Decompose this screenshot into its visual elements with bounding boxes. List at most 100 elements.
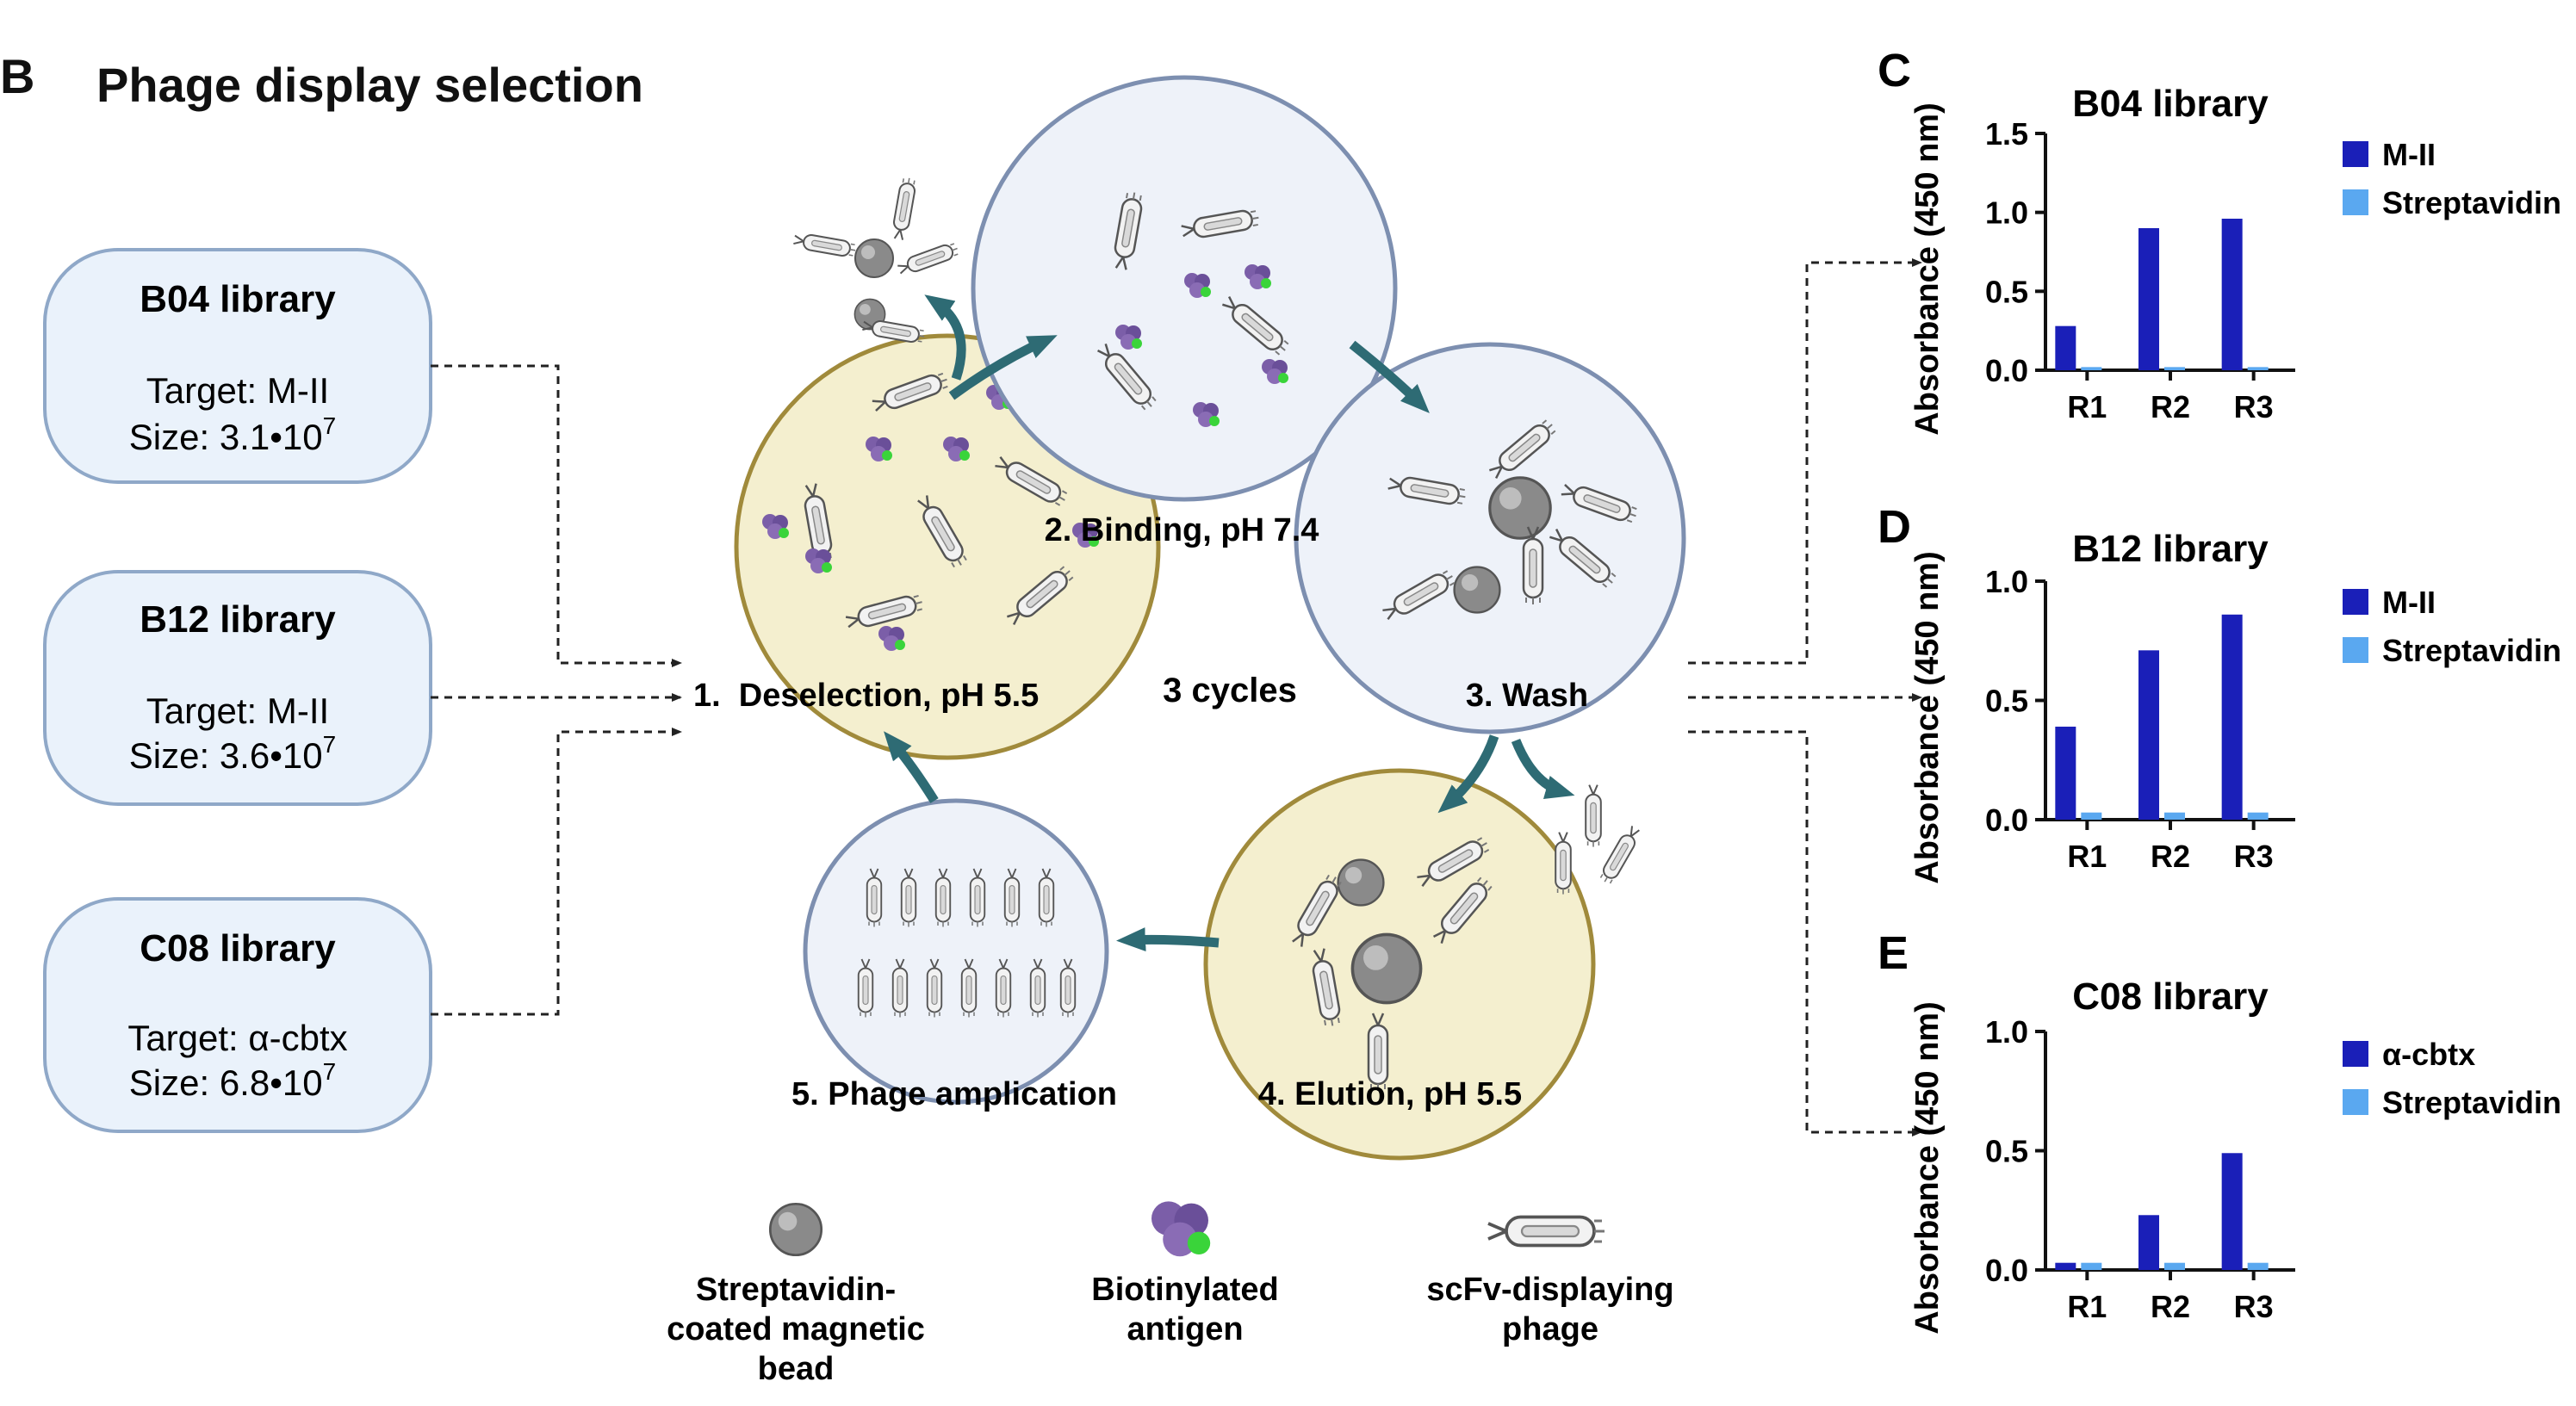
library-target: Target: M-II	[146, 691, 329, 731]
bar-streptavidin-r2	[2164, 1262, 2185, 1270]
x-tick-label: R3	[2234, 839, 2274, 874]
legend-label: Streptavidin	[2382, 1085, 2561, 1120]
legend-label: Streptavidin	[2382, 185, 2561, 220]
bar-m-ii-r3	[2221, 614, 2243, 820]
library-size: Size: 3.6•107	[129, 731, 336, 776]
arrow-wash-to-elution	[1437, 734, 1499, 814]
legend-bead: Streptavidin- coated magnetic bead	[667, 1202, 925, 1387]
legend-swatch	[2343, 637, 2368, 663]
panel-letter: D	[1878, 501, 1911, 553]
cycle-arrows	[884, 294, 1575, 952]
panel-letter-b: B	[0, 49, 34, 103]
cycles-label: 3 cycles	[1163, 672, 1297, 709]
bar-streptavidin-r1	[2081, 1262, 2102, 1270]
connector-to-chart-c	[1688, 258, 1922, 665]
arrow-deselection-to-binding	[948, 335, 1058, 400]
legend-swatch	[2343, 589, 2368, 615]
y-tick-label: 1.0	[1985, 195, 2028, 231]
y-axis-label: Absorbance (450 nm)	[1909, 102, 1946, 435]
y-tick-label: 0.5	[1985, 684, 2028, 719]
discarded-bead-complex	[791, 176, 961, 345]
bar-streptavidin-r3	[2247, 812, 2269, 820]
legend-antigen-line-2: antigen	[1127, 1311, 1243, 1347]
bar-m-ii-r2	[2138, 650, 2159, 820]
circle-wash	[1294, 342, 1686, 734]
y-tick-label: 0.5	[1985, 274, 2028, 309]
bar-streptavidin-r1	[2081, 367, 2102, 370]
x-tick-label: R2	[2151, 389, 2190, 424]
step-label-amplification: 5. Phage amplication	[791, 1076, 1117, 1112]
panel-letter: C	[1878, 45, 1911, 96]
y-tick-label: 1.5	[1985, 116, 2028, 152]
circle-elution	[1203, 768, 1596, 1161]
x-tick-label: R1	[2067, 389, 2107, 424]
y-tick-label: 1.0	[1985, 1014, 2028, 1050]
phage-icon	[1487, 1215, 1606, 1248]
legend-antigen: Biotinylated antigen	[1091, 1201, 1279, 1347]
legend-label: α-cbtx	[2382, 1037, 2475, 1072]
x-tick-label: R2	[2151, 1289, 2190, 1324]
arrow-deselection-discard	[924, 294, 966, 381]
y-tick-label: 0.0	[1985, 1253, 2028, 1288]
y-tick-label: 0.5	[1985, 1134, 2028, 1169]
bar-streptavidin-r1	[2081, 812, 2102, 820]
bar-streptavidin-r3	[2247, 1262, 2269, 1270]
step-label-binding: 2. Binding, pH 7.4	[1045, 512, 1319, 548]
bar-streptavidin-r2	[2164, 367, 2185, 370]
legend-phage-line-1: scFv-displaying	[1426, 1272, 1673, 1308]
left-connectors	[431, 364, 682, 1016]
circle-amplification	[803, 798, 1109, 1105]
panel-letter: E	[1878, 927, 1909, 979]
library-box-c08: C08 library Target: α-cbtx Size: 6.8•107	[43, 897, 432, 1133]
bar-m-ii-r1	[2055, 726, 2076, 820]
legend-phage-line-2: phage	[1502, 1311, 1598, 1347]
bar--cbtx-r2	[2138, 1215, 2159, 1270]
y-tick-label: 1.0	[1985, 564, 2028, 599]
chart-title: C08 library	[2072, 976, 2269, 1018]
legend-bead-line-3: bead	[758, 1351, 835, 1387]
bar-streptavidin-r3	[2247, 367, 2269, 370]
bead-icon	[768, 1202, 823, 1257]
bar-m-ii-r1	[2055, 325, 2076, 370]
library-size: Size: 6.8•107	[129, 1058, 336, 1103]
connector-c08	[431, 728, 682, 1016]
chart-c: C B04 library Absorbance (450 nm) 0.0 0.5 1.0…	[1878, 45, 2561, 436]
bar-m-ii-r3	[2221, 219, 2243, 370]
chart-title: B12 library	[2072, 528, 2269, 570]
antigen-icon	[1151, 1201, 1211, 1257]
library-size: Size: 3.1•107	[129, 412, 336, 457]
legend-label: M-II	[2382, 585, 2436, 620]
library-box-b12: B12 library Target: M-II Size: 3.6•107	[43, 570, 432, 806]
library-target: Target: α-cbtx	[127, 1018, 347, 1058]
y-axis-label: Absorbance (450 nm)	[1909, 551, 1946, 883]
arrow-elution-to-amplification	[1116, 927, 1220, 952]
legend-antigen-line-1: Biotinylated	[1091, 1272, 1278, 1308]
legend-swatch	[2343, 1089, 2368, 1115]
bar--cbtx-r3	[2221, 1153, 2243, 1270]
eluted-phage	[1555, 784, 1643, 895]
arrow-amplification-to-deselection	[884, 731, 939, 803]
x-tick-label: R3	[2234, 1289, 2274, 1324]
step-label-wash: 3. Wash	[1466, 678, 1588, 714]
chart-title: B04 library	[2072, 83, 2269, 125]
step-label-deselection: 1. Deselection, pH 5.5	[693, 678, 1039, 714]
arrow-wash-discard	[1511, 738, 1575, 799]
legend-phage: scFv-displaying phage	[1426, 1215, 1674, 1347]
bar-streptavidin-r2	[2164, 812, 2185, 820]
y-axis-label: Absorbance (450 nm)	[1909, 1001, 1946, 1334]
x-tick-label: R1	[2067, 839, 2107, 874]
legend-swatch	[2343, 189, 2368, 215]
legend-label: Streptavidin	[2382, 633, 2561, 668]
legend-bead-line-1: Streptavidin-	[696, 1272, 896, 1308]
panel-b-title: Phage display selection	[96, 58, 643, 112]
right-connectors	[1688, 258, 1922, 1137]
y-tick-label: 0.0	[1985, 353, 2028, 388]
arrow-binding-to-wash	[1349, 340, 1430, 413]
legend-label: M-II	[2382, 137, 2436, 172]
bar--cbtx-r1	[2055, 1262, 2076, 1270]
bar-m-ii-r2	[2138, 228, 2159, 370]
x-tick-label: R3	[2234, 389, 2274, 424]
